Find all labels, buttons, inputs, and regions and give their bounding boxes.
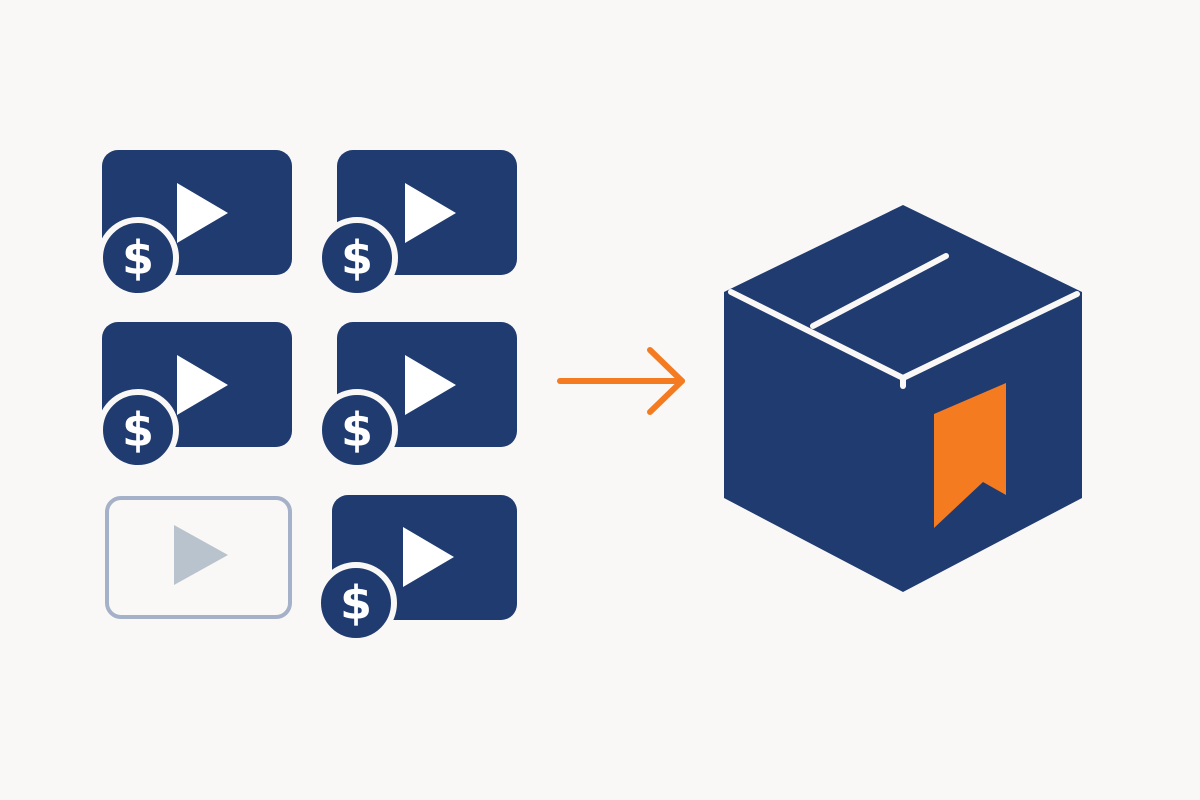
dollar-badge-icon: $ bbox=[97, 217, 179, 299]
free-video-tile bbox=[105, 496, 292, 619]
dollar-badge-icon: $ bbox=[97, 389, 179, 471]
package-box-icon bbox=[724, 205, 1082, 592]
arrow-head bbox=[647, 347, 685, 415]
paid-video-tile: $ bbox=[316, 150, 517, 299]
dollar-badge-icon: $ bbox=[315, 562, 397, 644]
play-icon bbox=[403, 527, 454, 587]
badge-circle bbox=[97, 389, 179, 471]
dollar-sign: $ bbox=[341, 231, 373, 285]
dollar-badge-icon: $ bbox=[316, 389, 398, 471]
badge-circle bbox=[315, 562, 397, 644]
dollar-sign: $ bbox=[341, 403, 373, 457]
right-arrow-icon bbox=[557, 347, 685, 415]
dollar-badge-icon: $ bbox=[316, 217, 398, 299]
badge-circle bbox=[316, 217, 398, 299]
dollar-sign: $ bbox=[122, 231, 154, 285]
paid-video-tile: $ bbox=[97, 322, 292, 471]
badge-circle bbox=[97, 217, 179, 299]
play-icon bbox=[405, 183, 456, 243]
paid-video-tile: $ bbox=[316, 322, 517, 471]
box-body bbox=[724, 205, 1082, 592]
dollar-sign: $ bbox=[340, 576, 372, 630]
bookmark-icon bbox=[934, 383, 1006, 528]
box-tape-line bbox=[810, 253, 949, 329]
dollar-sign: $ bbox=[122, 403, 154, 457]
play-icon bbox=[177, 183, 228, 243]
paid-video-tile: $ bbox=[315, 495, 517, 644]
play-icon bbox=[177, 355, 228, 415]
play-icon bbox=[174, 525, 228, 585]
video-card-outline bbox=[105, 496, 292, 619]
paid-video-tile: $ bbox=[97, 150, 292, 299]
play-icon bbox=[405, 355, 456, 415]
badge-circle bbox=[316, 389, 398, 471]
